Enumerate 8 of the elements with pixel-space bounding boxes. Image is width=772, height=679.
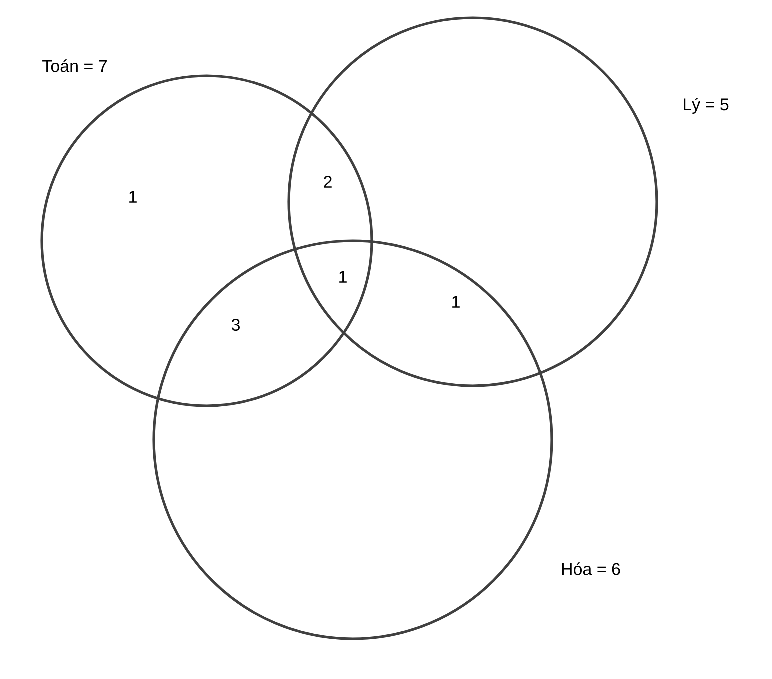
set-label: Lý = 5	[684, 98, 729, 114]
region-count: 3	[232, 318, 240, 332]
region-count: 1	[130, 191, 137, 203]
set-label: Toán = 7	[42, 60, 107, 72]
set-label: Hóa = 6	[562, 562, 620, 576]
region-count: 1	[340, 271, 347, 283]
region-count: 1	[452, 296, 460, 308]
region-count: 2	[324, 176, 332, 188]
